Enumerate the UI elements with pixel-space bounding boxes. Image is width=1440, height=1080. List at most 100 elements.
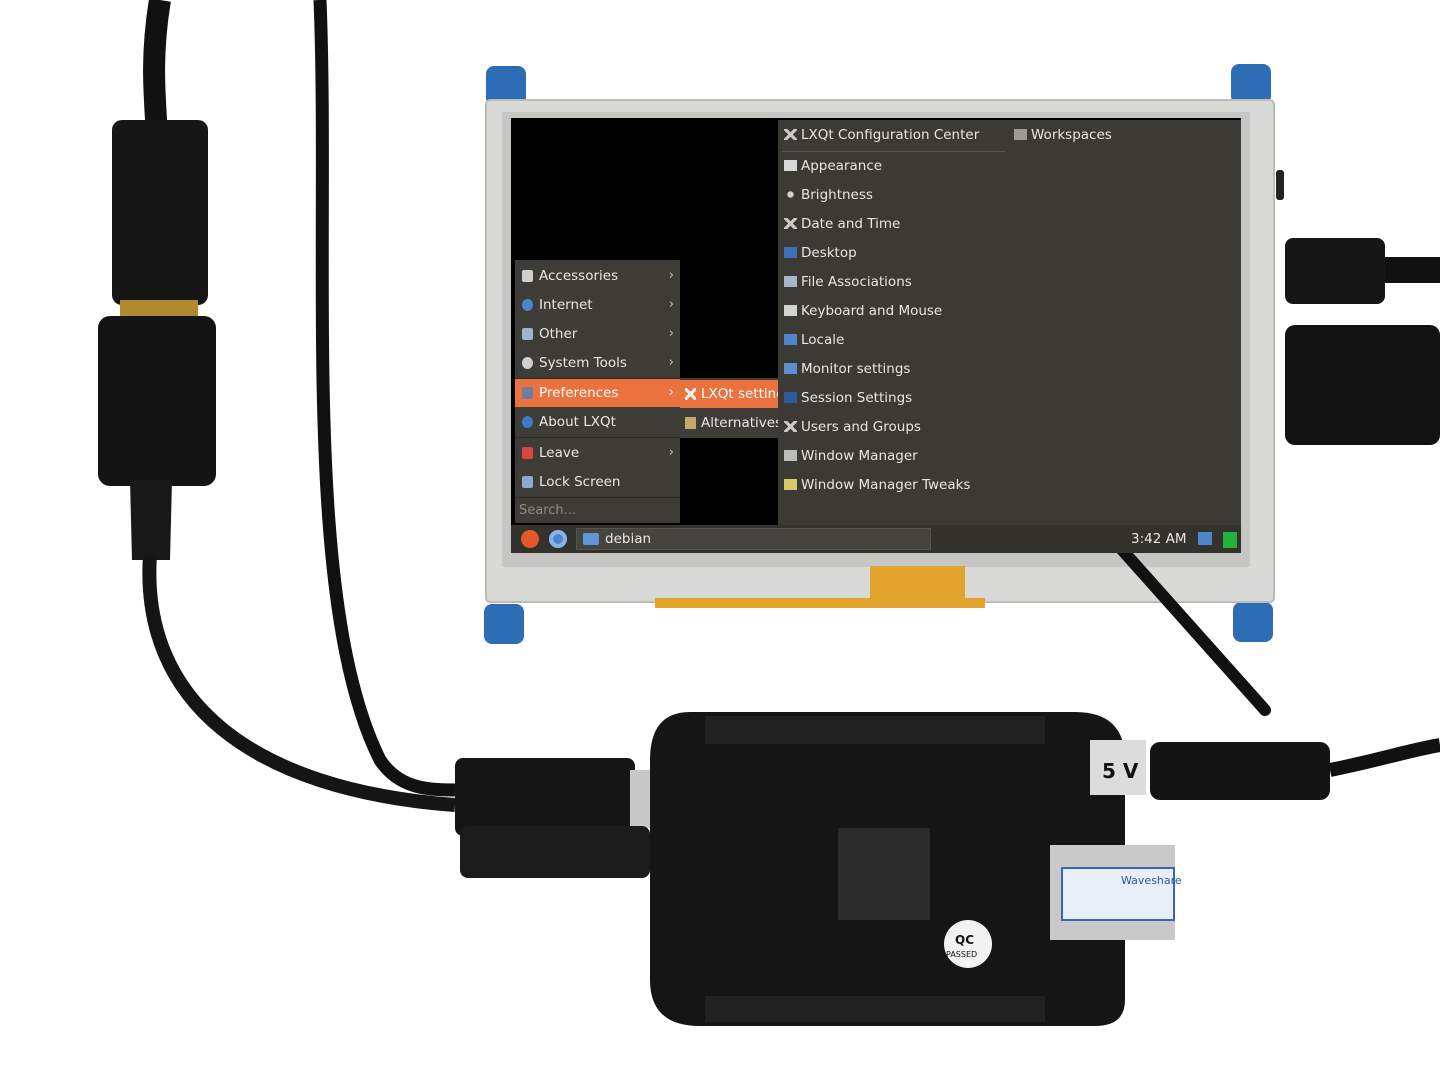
tools-icon (784, 129, 797, 140)
taskbar: debian 3:42 AM (511, 525, 1241, 553)
display-mount-tr (1231, 64, 1271, 104)
settings-item-brightness[interactable]: Brightness (784, 182, 873, 208)
menu-search-input[interactable] (519, 499, 669, 521)
alternatives-icon (685, 417, 696, 429)
tools-icon (784, 421, 797, 432)
folder-icon (583, 533, 599, 545)
hdmi-connector-top (112, 120, 208, 305)
monitor-icon (784, 363, 797, 374)
settings-item-window-manager-tweaks[interactable]: Window Manager Tweaks (784, 472, 970, 498)
menu-separator (515, 378, 680, 379)
voltage-badge (1090, 740, 1146, 795)
settings-item-users-and-groups[interactable]: Users and Groups (784, 414, 921, 440)
tools-icon (784, 218, 797, 229)
browser-icon[interactable] (549, 530, 567, 548)
brand-label: Waveshare (1121, 874, 1182, 887)
display-mount-br (1233, 602, 1273, 642)
accessories-icon (522, 270, 533, 282)
voltage-label: 5 V (1102, 759, 1139, 783)
hdmi-connector-gold (120, 300, 198, 316)
settings-item-file-associations[interactable]: File Associations (784, 269, 912, 295)
flex-strip (655, 598, 985, 608)
lock-icon (522, 476, 533, 488)
usb-plug (455, 758, 635, 836)
start-menu-icon[interactable] (521, 530, 539, 548)
lcd-screen: LXQt Configuration Center Workspaces App… (511, 118, 1241, 553)
hdmi-plug (460, 826, 650, 878)
display-mount-bl (484, 604, 524, 644)
power-plug (1150, 742, 1330, 800)
settings-item-lxqt-configuration-center[interactable]: LXQt Configuration Center (784, 122, 979, 148)
menu-item-accessories[interactable]: Accessories › (515, 262, 680, 290)
appearance-icon (784, 160, 797, 171)
menu-item-system-tools[interactable]: System Tools › (515, 349, 680, 377)
menu-item-leave[interactable]: Leave › (515, 439, 680, 467)
settings-item-date-and-time[interactable]: Date and Time (784, 211, 900, 237)
chevron-right-icon: › (668, 385, 674, 400)
hdmi-plug-right (1285, 325, 1440, 445)
usb-cable (313, 0, 461, 797)
chevron-right-icon: › (668, 326, 674, 341)
configuration-panel: LXQt Configuration Center Workspaces App… (778, 120, 1241, 525)
menu-item-lock-screen[interactable]: Lock Screen (515, 468, 680, 496)
chevron-right-icon: › (668, 268, 674, 283)
panel-separator (782, 151, 1005, 152)
window-tweaks-icon (784, 479, 797, 490)
micro-usb-plug (1285, 238, 1385, 304)
qc-passed-label: PASSED (946, 950, 977, 959)
hdmi-lower-cable (142, 554, 456, 812)
settings-item-desktop[interactable]: Desktop (784, 240, 857, 266)
network-icon[interactable] (1198, 532, 1212, 545)
touch-side-button (1276, 170, 1284, 200)
settings-item-appearance[interactable]: Appearance (784, 153, 882, 179)
other-icon (522, 328, 533, 340)
globe-icon (522, 299, 533, 311)
session-icon (784, 392, 797, 403)
settings-item-workspaces[interactable]: Workspaces (1014, 122, 1112, 148)
preferences-icon (522, 387, 533, 399)
qc-sticker (944, 920, 992, 968)
desktop-icon (784, 247, 797, 258)
brightness-icon (784, 189, 797, 200)
header-bottom (705, 996, 1045, 1022)
file-associations-icon (784, 276, 797, 287)
taskbar-window-button[interactable]: debian (576, 528, 931, 550)
status-indicator-icon (1223, 532, 1237, 548)
taskbar-window-label: debian (605, 531, 652, 547)
display-mount-tl (486, 66, 526, 106)
window-manager-icon (784, 450, 797, 461)
locale-icon (784, 334, 797, 345)
header-top (705, 716, 1045, 744)
tools-icon (685, 388, 696, 400)
info-icon (522, 416, 533, 428)
chevron-right-icon: › (668, 297, 674, 312)
processor-chip (838, 828, 930, 920)
menu-separator (515, 437, 680, 438)
ethernet-label (1061, 867, 1175, 921)
hdmi-adapter-strain (130, 480, 172, 560)
menu-separator (515, 497, 680, 498)
settings-item-locale[interactable]: Locale (784, 327, 844, 353)
taskbar-clock[interactable]: 3:42 AM (1131, 531, 1187, 547)
settings-item-monitor-settings[interactable]: Monitor settings (784, 356, 910, 382)
application-menu: Accessories › Internet › Other › System … (515, 260, 680, 523)
chevron-right-icon: › (668, 445, 674, 460)
workspaces-icon (1014, 129, 1027, 140)
qc-label: QC (955, 933, 974, 947)
settings-item-session-settings[interactable]: Session Settings (784, 385, 912, 411)
gear-icon (522, 357, 533, 369)
submenu-item-lxqt-settings[interactable]: LXQt settings (680, 380, 778, 408)
hdmi-adapter (98, 316, 216, 486)
menu-item-preferences[interactable]: Preferences › (515, 379, 680, 407)
settings-item-window-manager[interactable]: Window Manager (784, 443, 918, 469)
menu-item-about-lxqt[interactable]: About LXQt (515, 408, 680, 436)
menu-item-other[interactable]: Other › (515, 320, 680, 348)
preferences-submenu: LXQt settings Alternatives (680, 378, 778, 438)
chevron-right-icon: › (668, 355, 674, 370)
power-cable (1328, 738, 1440, 777)
settings-item-keyboard-and-mouse[interactable]: Keyboard and Mouse (784, 298, 942, 324)
submenu-item-alternatives[interactable]: Alternatives (680, 409, 778, 437)
keyboard-icon (784, 305, 797, 316)
menu-item-internet[interactable]: Internet › (515, 291, 680, 319)
power-icon (522, 447, 533, 459)
